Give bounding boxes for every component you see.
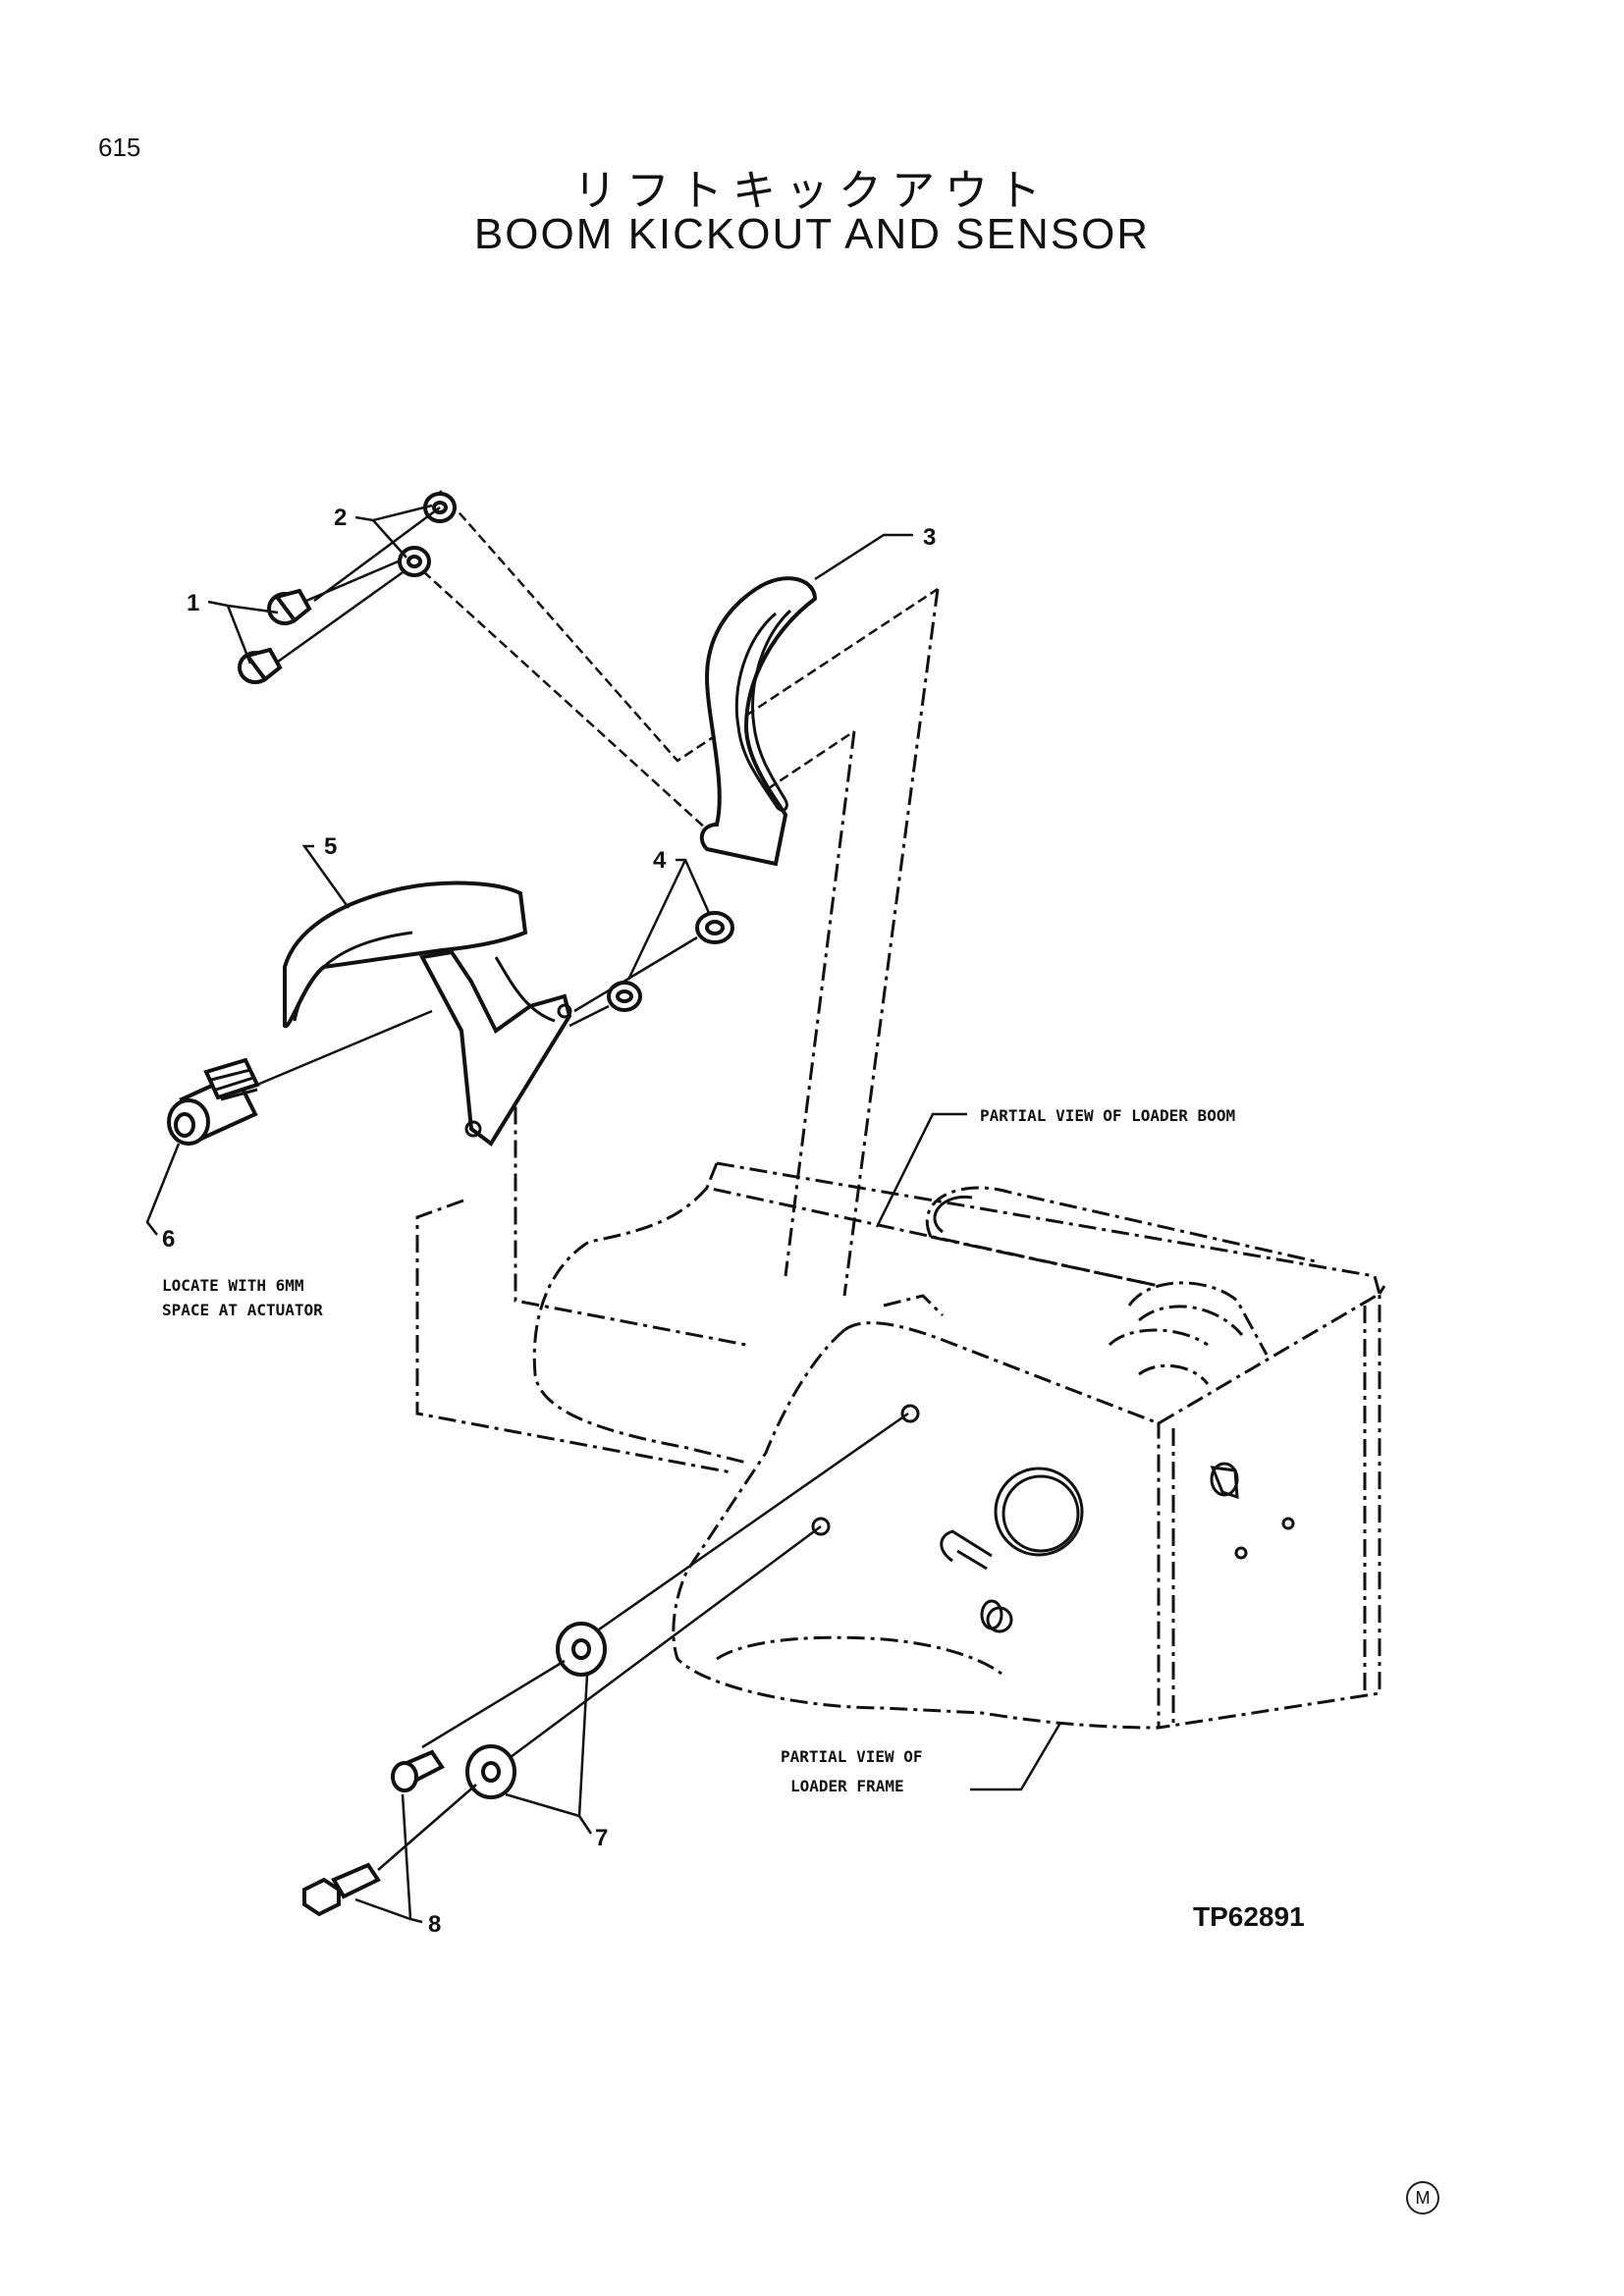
note-loader-frame-line-1: PARTIAL VIEW OF <box>781 1747 923 1766</box>
part-5-sensor-bracket <box>283 881 572 1147</box>
page-number: 615 <box>98 133 141 162</box>
note-loader-frame-line-2: LOADER FRAME <box>790 1777 904 1795</box>
callout-leaders <box>145 504 1062 1924</box>
callout-3: 3 <box>923 524 936 551</box>
callout-4: 4 <box>653 847 667 874</box>
title-japanese: リフトキックアウト <box>573 166 1051 216</box>
assembly-lines <box>411 490 940 1474</box>
loader-frame-outline <box>532 1161 1386 1730</box>
callout-7: 7 <box>595 1825 608 1851</box>
title-english: BOOM KICKOUT AND SENSOR <box>473 210 1151 258</box>
callout-6: 6 <box>162 1226 175 1253</box>
callout-8: 8 <box>428 1911 441 1938</box>
callout-1: 1 <box>187 590 199 616</box>
callout-5: 5 <box>324 833 337 860</box>
part-4-nuts <box>568 911 734 1028</box>
part-7-spacers <box>421 1412 909 1799</box>
figure-reference: TP62891 <box>1193 1901 1305 1932</box>
note-locate-line-1: LOCATE WITH 6MM <box>162 1276 304 1295</box>
note-loader-boom: PARTIAL VIEW OF LOADER BOOM <box>980 1106 1235 1125</box>
part-6-proximity-sensor <box>167 1009 433 1146</box>
part-3-actuator-plate <box>699 576 818 867</box>
corner-mark: M <box>1406 2181 1439 2215</box>
callout-2: 2 <box>334 505 347 531</box>
part-1-bolts <box>238 558 413 684</box>
note-locate-line-2: SPACE AT ACTUATOR <box>162 1301 323 1319</box>
part-2-washers <box>313 492 457 603</box>
part-8-bolts <box>302 1749 477 1917</box>
